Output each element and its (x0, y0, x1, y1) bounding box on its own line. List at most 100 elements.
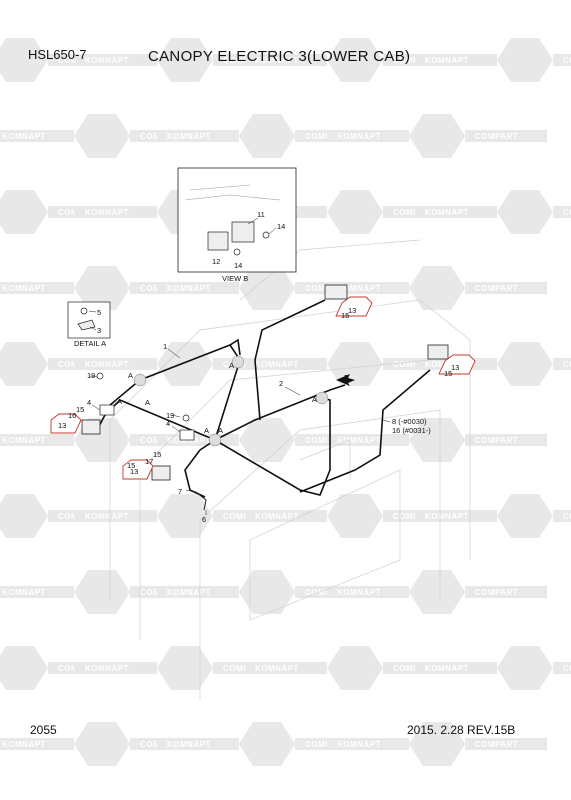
svg-text:COMPART: COMPART (475, 284, 518, 293)
label-19: 19 (87, 371, 95, 380)
svg-text:KOMNAPT: KOMNAPT (255, 56, 299, 65)
detail-a-inset: 5 3 DETAIL A (67, 301, 111, 348)
svg-text:KOMNAPT: KOMNAPT (425, 664, 469, 673)
relay-part-11 (231, 221, 255, 243)
part-labels: 1 2 19 19 4 4 15 16 15 17 7 6 8 (-#0030)… (58, 306, 459, 524)
watermark-logo: KOMNAPT COMPART (327, 418, 547, 462)
label-8-note: 8 (-#0030) (392, 417, 427, 426)
components (81, 284, 449, 511)
lamp-lower (151, 465, 171, 481)
marker-a: A (128, 371, 133, 380)
watermark-logo: KOMNAPT COMPART (415, 646, 571, 690)
label-13: 13 (130, 467, 138, 476)
svg-text:COMPART: COMPART (393, 56, 436, 65)
svg-text:KOMNAPT: KOMNAPT (167, 132, 211, 141)
label-7: 7 (178, 487, 182, 496)
bolt-part-14 (262, 231, 270, 239)
label-6: 6 (202, 515, 206, 524)
marker-a: A (229, 361, 234, 370)
revision-date: 2015. 2.28 REV.15B (407, 723, 516, 737)
view-b-inset: 11 14 12 14 VIEW B (177, 167, 297, 283)
svg-text:KOMNAPT: KOMNAPT (425, 512, 469, 521)
watermark-logo: KOMNAPT COMPART (327, 114, 547, 158)
svg-text:COMPART: COMPART (393, 664, 436, 673)
watermark-pattern: KOMNAPTCOMPARTKOMNAPTCOMPARTKOMNAPTCOMPA… (0, 38, 571, 766)
label-13: 13 (348, 306, 356, 315)
svg-text:KOMNAPT: KOMNAPT (425, 56, 469, 65)
svg-text:COMPART: COMPART (563, 512, 571, 521)
lamp-left (81, 419, 101, 435)
page-number: 2055 (30, 723, 57, 737)
label-15: 15 (444, 369, 452, 378)
svg-text:KOMNAPT: KOMNAPT (337, 436, 381, 445)
svg-text:KOMNAPT: KOMNAPT (2, 740, 46, 749)
connector-part-4 (99, 404, 115, 416)
svg-text:KOMNAPT: KOMNAPT (2, 436, 46, 445)
label-3: 3 (97, 326, 101, 335)
svg-text:COMPART: COMPART (563, 56, 571, 65)
watermark-logo: KOMNAPT COMPART (415, 38, 571, 82)
marker-a: A (218, 426, 223, 435)
svg-text:COMPART: COMPART (223, 360, 266, 369)
svg-text:COMPART: COMPART (393, 360, 436, 369)
svg-text:KOMNAPT: KOMNAPT (85, 208, 129, 217)
bolt-part-14 (233, 248, 241, 256)
cab-frame-outline (109, 239, 471, 700)
relay-part-12 (207, 231, 229, 251)
label-4: 4 (166, 419, 170, 428)
marker-a: A (204, 426, 209, 435)
lamp-upper-right (324, 284, 348, 300)
label-13: 13 (58, 421, 66, 430)
marker-a: A (117, 397, 122, 406)
svg-text:KOMNAPT: KOMNAPT (337, 588, 381, 597)
label-11: 11 (257, 210, 265, 219)
watermark-logo: KOMNAPT COMPART (415, 494, 571, 538)
svg-text:KOMNAPT: KOMNAPT (85, 56, 129, 65)
svg-text:KOMNAPT: KOMNAPT (337, 740, 381, 749)
label-19: 19 (166, 411, 174, 420)
svg-text:KOMNAPT: KOMNAPT (255, 512, 299, 521)
svg-text:KOMNAPT: KOMNAPT (167, 284, 211, 293)
svg-text:COMPART: COMPART (563, 360, 571, 369)
detail-reference-markers: A A A A A A A B (117, 361, 349, 435)
model-number: HSL650-7 (28, 47, 87, 62)
label-14: 14 (234, 261, 242, 270)
detail-a-caption: DETAIL A (74, 339, 106, 348)
marker-b: B (344, 373, 349, 382)
svg-text:COMPART: COMPART (563, 208, 571, 217)
bolt-part-19 (182, 414, 190, 422)
label-5: 5 (97, 308, 101, 317)
svg-text:KOMNAPT: KOMNAPT (255, 664, 299, 673)
label-16-note: 16 (#0031-) (392, 426, 431, 435)
svg-text:KOMNAPT: KOMNAPT (167, 740, 211, 749)
bolt-part-19 (96, 372, 104, 380)
svg-text:COMPART: COMPART (305, 588, 348, 597)
svg-text:COMPART: COMPART (393, 208, 436, 217)
svg-text:KOMNAPT: KOMNAPT (85, 664, 129, 673)
label-12: 12 (212, 257, 220, 266)
svg-text:COMPART: COMPART (475, 436, 518, 445)
label-1: 1 (163, 342, 167, 351)
svg-text:COMPART: COMPART (563, 664, 571, 673)
label-17: 17 (145, 457, 153, 466)
label-13: 13 (451, 363, 459, 372)
svg-text:KOMNAPT: KOMNAPT (2, 588, 46, 597)
lamp-right (427, 344, 449, 360)
clip-markers (133, 355, 329, 447)
svg-text:COMPART: COMPART (223, 56, 266, 65)
view-b-caption: VIEW B (222, 274, 248, 283)
svg-text:KOMNAPT: KOMNAPT (85, 512, 129, 521)
svg-text:KOMNAPT: KOMNAPT (337, 284, 381, 293)
part-13-callouts (50, 296, 476, 480)
svg-text:KOMNAPT: KOMNAPT (85, 360, 129, 369)
svg-text:COMPART: COMPART (475, 132, 518, 141)
clamp-part-6 (195, 491, 207, 511)
label-15: 15 (153, 450, 161, 459)
svg-text:COMPART: COMPART (223, 664, 266, 673)
svg-text:KOMNAPT: KOMNAPT (337, 132, 381, 141)
